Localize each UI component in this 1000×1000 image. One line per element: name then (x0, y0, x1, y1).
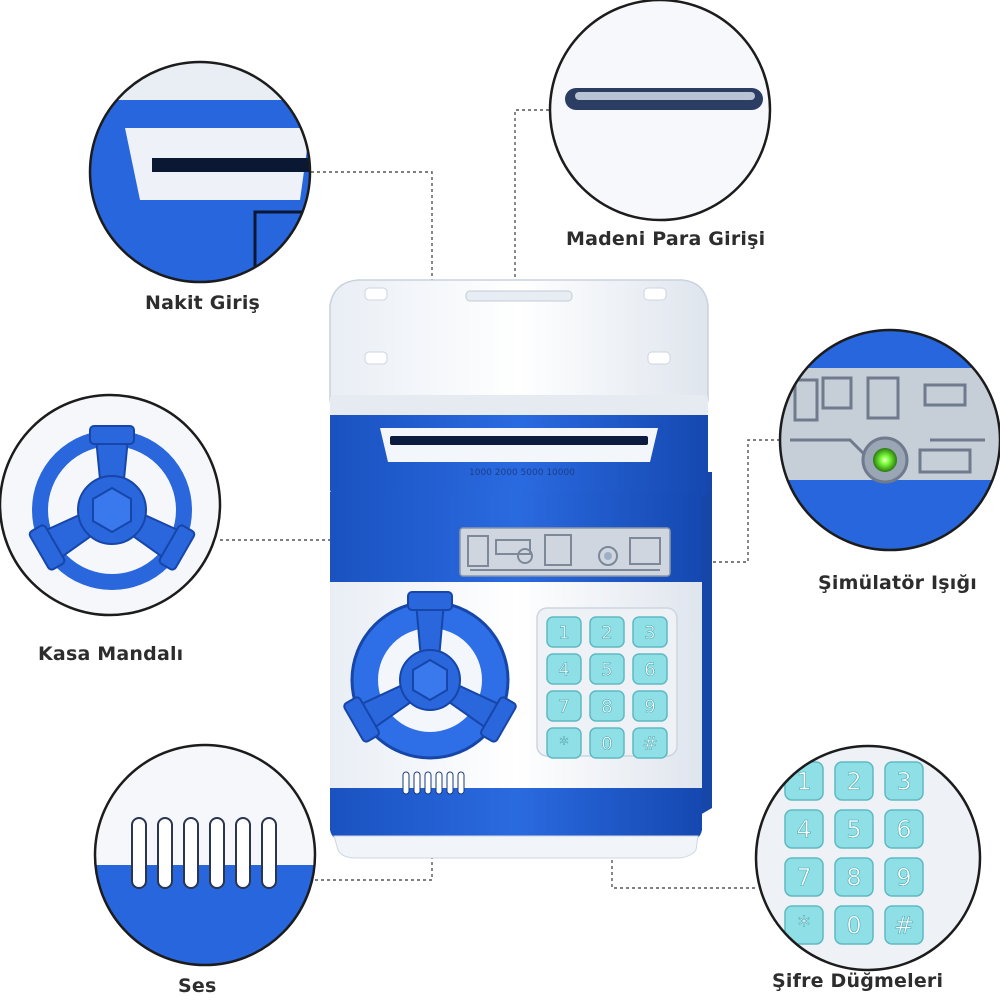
keypad-key: # (884, 905, 924, 945)
keypad-key: 7 (784, 857, 824, 897)
knob-icon (28, 425, 196, 590)
keypad-key-label: 8 (601, 696, 612, 717)
keypad-key-label: 4 (558, 659, 569, 680)
keypad-key: 5 (589, 653, 625, 685)
label-simulator-light: Şimülatör Işığı (818, 572, 977, 594)
keypad-key-label: 3 (644, 622, 655, 643)
keypad-key: 6 (884, 809, 924, 849)
lid-bump (364, 351, 388, 365)
keypad-key: 9 (884, 857, 924, 897)
simulator-led (604, 552, 612, 560)
keypad-key: 4 (546, 653, 582, 685)
callout-latch (0, 393, 222, 617)
safe-body: 1000 2000 5000 10000 (329, 279, 712, 859)
keypad-key: 3 (632, 616, 668, 648)
label-password-buttons: Şifre Düğmeleri (772, 970, 944, 992)
keypad-key-label: 9 (896, 864, 911, 892)
label-cash-slot: Nakit Giriş (145, 292, 261, 314)
keypad-key-label: 5 (601, 659, 612, 680)
keypad-key-label: 9 (644, 696, 655, 717)
slot-denominations: 1000 2000 5000 10000 (469, 468, 575, 478)
keypad-key: 1 (546, 616, 582, 648)
safe-base (333, 835, 699, 859)
keypad-key: 2 (834, 761, 874, 801)
callout-password-buttons: 1 2 3 4 5 6 7 8 9 * 0 # (754, 744, 982, 972)
keypad-key: 9 (632, 690, 668, 722)
keypad-icon: 1 2 3 4 5 6 7 8 9 * 0 # (784, 761, 924, 945)
speaker-grille (402, 771, 465, 795)
keypad-key-label: * (560, 733, 569, 754)
lid-bump (647, 351, 671, 365)
keypad-key-label: 0 (601, 733, 612, 754)
keypad-key-label: 8 (846, 864, 861, 892)
keypad-key: 4 (784, 809, 824, 849)
keypad-key-label: 3 (896, 768, 911, 796)
keypad-key: 8 (834, 857, 874, 897)
keypad-key: # (632, 727, 668, 759)
latch-knob (343, 591, 517, 760)
callout-coin-slot (548, 0, 772, 222)
keypad-key: 7 (546, 690, 582, 722)
keypad-key-label: 1 (558, 622, 569, 643)
keypad-key: 5 (834, 809, 874, 849)
callout-simulator-light (778, 328, 1000, 552)
keypad-key: 3 (884, 761, 924, 801)
coin-slot (465, 290, 573, 302)
keypad-key: * (784, 905, 824, 945)
keypad-key-label: 6 (644, 659, 655, 680)
speaker-grille-icon (131, 817, 277, 889)
safe-side-panel (700, 472, 712, 815)
keypad-key-label: 4 (796, 816, 811, 844)
label-latch: Kasa Mandalı (38, 643, 184, 665)
keypad-key-label: 2 (846, 768, 861, 796)
led-icon (873, 448, 897, 472)
keypad-key-label: 6 (896, 816, 911, 844)
cash-slot (390, 436, 648, 445)
leader-coin (514, 109, 555, 290)
keypad-key-label: 5 (846, 816, 861, 844)
keypad-key-label: 0 (846, 912, 861, 940)
callout-sound (93, 743, 317, 967)
keypad-key: 1 (784, 761, 824, 801)
keypad: 1 2 3 4 5 6 7 8 9 * 0 # (546, 616, 668, 759)
keypad-key-label: # (894, 912, 914, 940)
keypad-key: 2 (589, 616, 625, 648)
label-sound: Ses (178, 975, 217, 997)
keypad-key-label: 2 (601, 622, 612, 643)
keypad-key: 0 (589, 727, 625, 759)
keypad-key-label: 7 (558, 696, 569, 717)
keypad-key: * (546, 727, 582, 759)
keypad-key: 6 (632, 653, 668, 685)
label-coin-slot: Madeni Para Girişi (566, 228, 766, 250)
keypad-key: 8 (589, 690, 625, 722)
keypad-key-label: * (798, 912, 810, 940)
lid-bump (643, 287, 667, 301)
keypad-key: 0 (834, 905, 874, 945)
cash-slot-icon (152, 158, 310, 172)
keypad-key-label: # (642, 733, 657, 754)
keypad-key-label: 7 (796, 864, 811, 892)
keypad-key-label: 1 (796, 768, 811, 796)
lid-bump (364, 287, 388, 301)
lid-front-band (330, 395, 708, 417)
simulator-circuit (467, 534, 661, 571)
leader-light (625, 439, 780, 563)
callout-cash-slot (88, 60, 312, 284)
lower-blue-band (330, 788, 702, 840)
